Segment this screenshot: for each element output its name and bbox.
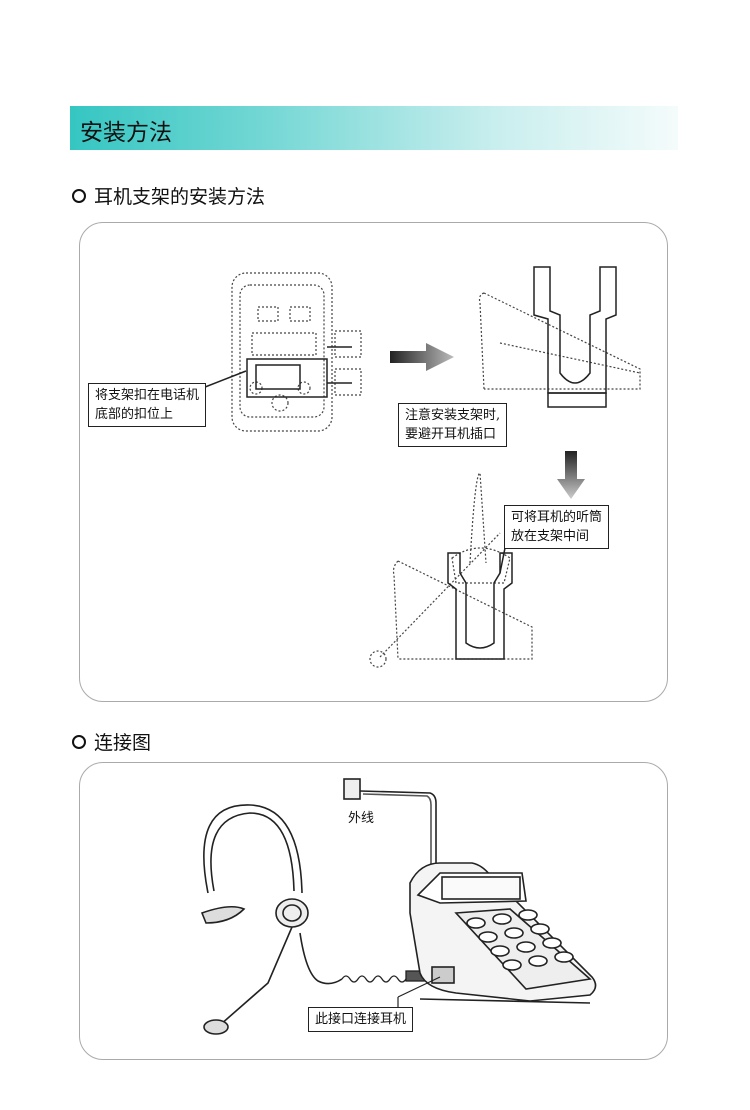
connect-heading: 连接图 (72, 728, 151, 755)
callout-step3-line1: 可将耳机的听筒 (511, 510, 603, 525)
install-heading: 耳机支架的安装方法 (72, 182, 265, 209)
section-banner: 安装方法 (70, 106, 678, 150)
connection-illustration (200, 778, 597, 1035)
arrow-down-icon (557, 451, 585, 499)
connect-heading-text: 连接图 (94, 732, 152, 754)
callout-step1-line2: 底部的扣位上 (95, 407, 174, 422)
outer-line-label: 外线 (348, 811, 375, 826)
install-illustration (199, 266, 641, 668)
callout-step2-line1: 注意安装支架时, (405, 408, 501, 423)
connection-panel: 外线 此接口连接耳机 (79, 762, 668, 1060)
arrow-right-icon (390, 343, 454, 371)
callout-step2: 注意安装支架时, 要避开耳机插口 (398, 403, 508, 447)
bullet-circle-icon (72, 734, 86, 749)
bullet-circle-icon (72, 188, 86, 203)
port-callout-text: 此接口连接耳机 (315, 1012, 407, 1027)
phone-icon (409, 862, 597, 1004)
callout-step1-line1: 将支架扣在电话机 (95, 388, 200, 403)
callout-step3-line2: 放在支架中间 (511, 529, 590, 544)
install-panel: 将支架扣在电话机 底部的扣位上 注意安装支架时, 要避开耳机插口 可将耳机的听筒… (79, 222, 668, 702)
callout-step1: 将支架扣在电话机 底部的扣位上 (88, 383, 207, 427)
install-heading-text: 耳机支架的安装方法 (94, 186, 266, 208)
callout-step2-line2: 要避开耳机插口 (405, 427, 497, 442)
section-title: 安装方法 (80, 120, 172, 146)
port-callout: 此接口连接耳机 (308, 1007, 414, 1032)
headset-icon (200, 804, 343, 1035)
callout-step3: 可将耳机的听筒 放在支架中间 (504, 505, 610, 549)
